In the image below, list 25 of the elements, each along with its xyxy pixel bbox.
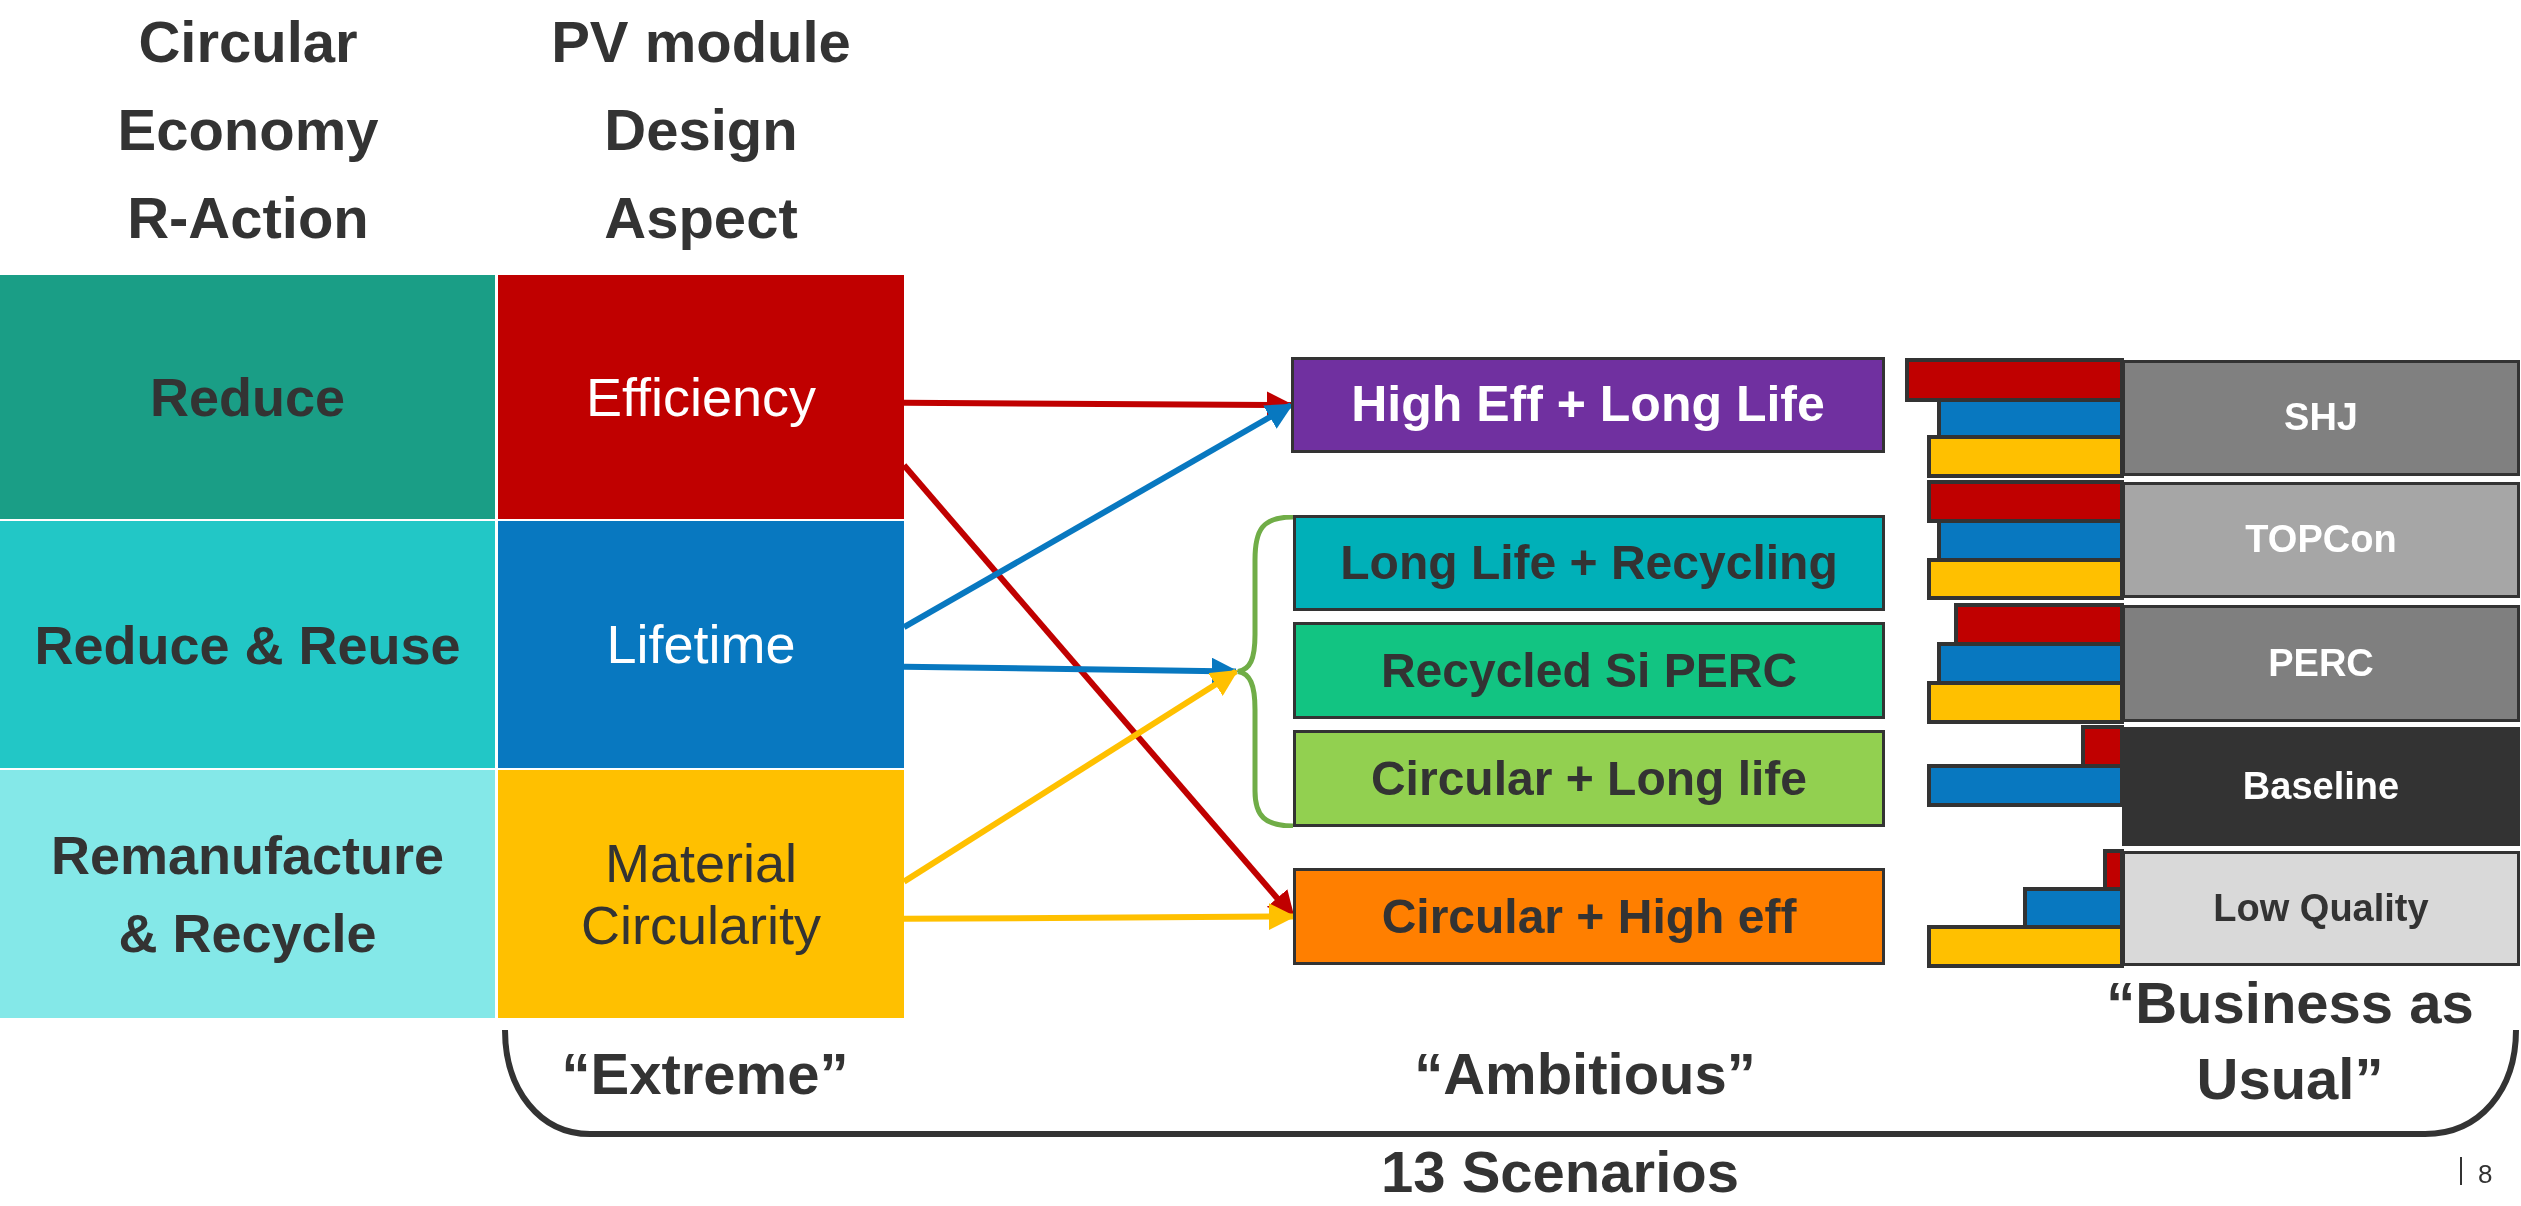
scenario-box: Recycled Si PERC bbox=[1293, 622, 1885, 719]
scenario-box: PERC bbox=[2122, 605, 2520, 722]
scenario-box: High Eff + Long Life bbox=[1291, 357, 1885, 453]
category-box: Lifetime bbox=[498, 521, 904, 768]
bracket-label: 13 Scenarios bbox=[1380, 1138, 1740, 1206]
scenario-box: SHJ bbox=[2122, 360, 2520, 476]
scenario-group-label: “Extreme” bbox=[560, 1040, 850, 1108]
scenario-group-label: “Business as Usual” bbox=[2105, 969, 2475, 1113]
category-box: Remanufacture & Recycle bbox=[0, 770, 495, 1018]
page-number: 8 bbox=[2478, 1158, 2493, 1191]
scenario-box: Long Life + Recycling bbox=[1293, 515, 1885, 611]
column-heading: PV module Design Aspect bbox=[550, 8, 852, 252]
category-box: Efficiency bbox=[498, 275, 904, 519]
scenario-box: TOPCon bbox=[2122, 482, 2520, 598]
arrow bbox=[903, 657, 1239, 685]
category-box: Reduce bbox=[0, 275, 495, 519]
category-box: Reduce & Reuse bbox=[0, 521, 495, 768]
scenario-box: Circular + Long life bbox=[1293, 730, 1885, 827]
scenario-group-label: “Ambitious” bbox=[1413, 1040, 1757, 1108]
column-heading: Circular Economy R-Action bbox=[116, 8, 380, 252]
scenario-box: Low Quality bbox=[2122, 851, 2520, 966]
scenario-box: Baseline bbox=[2122, 727, 2520, 846]
category-box: Material Circularity bbox=[498, 770, 904, 1018]
curly-brace bbox=[1236, 515, 1293, 828]
scenario-box: Circular + High eff bbox=[1293, 868, 1885, 965]
